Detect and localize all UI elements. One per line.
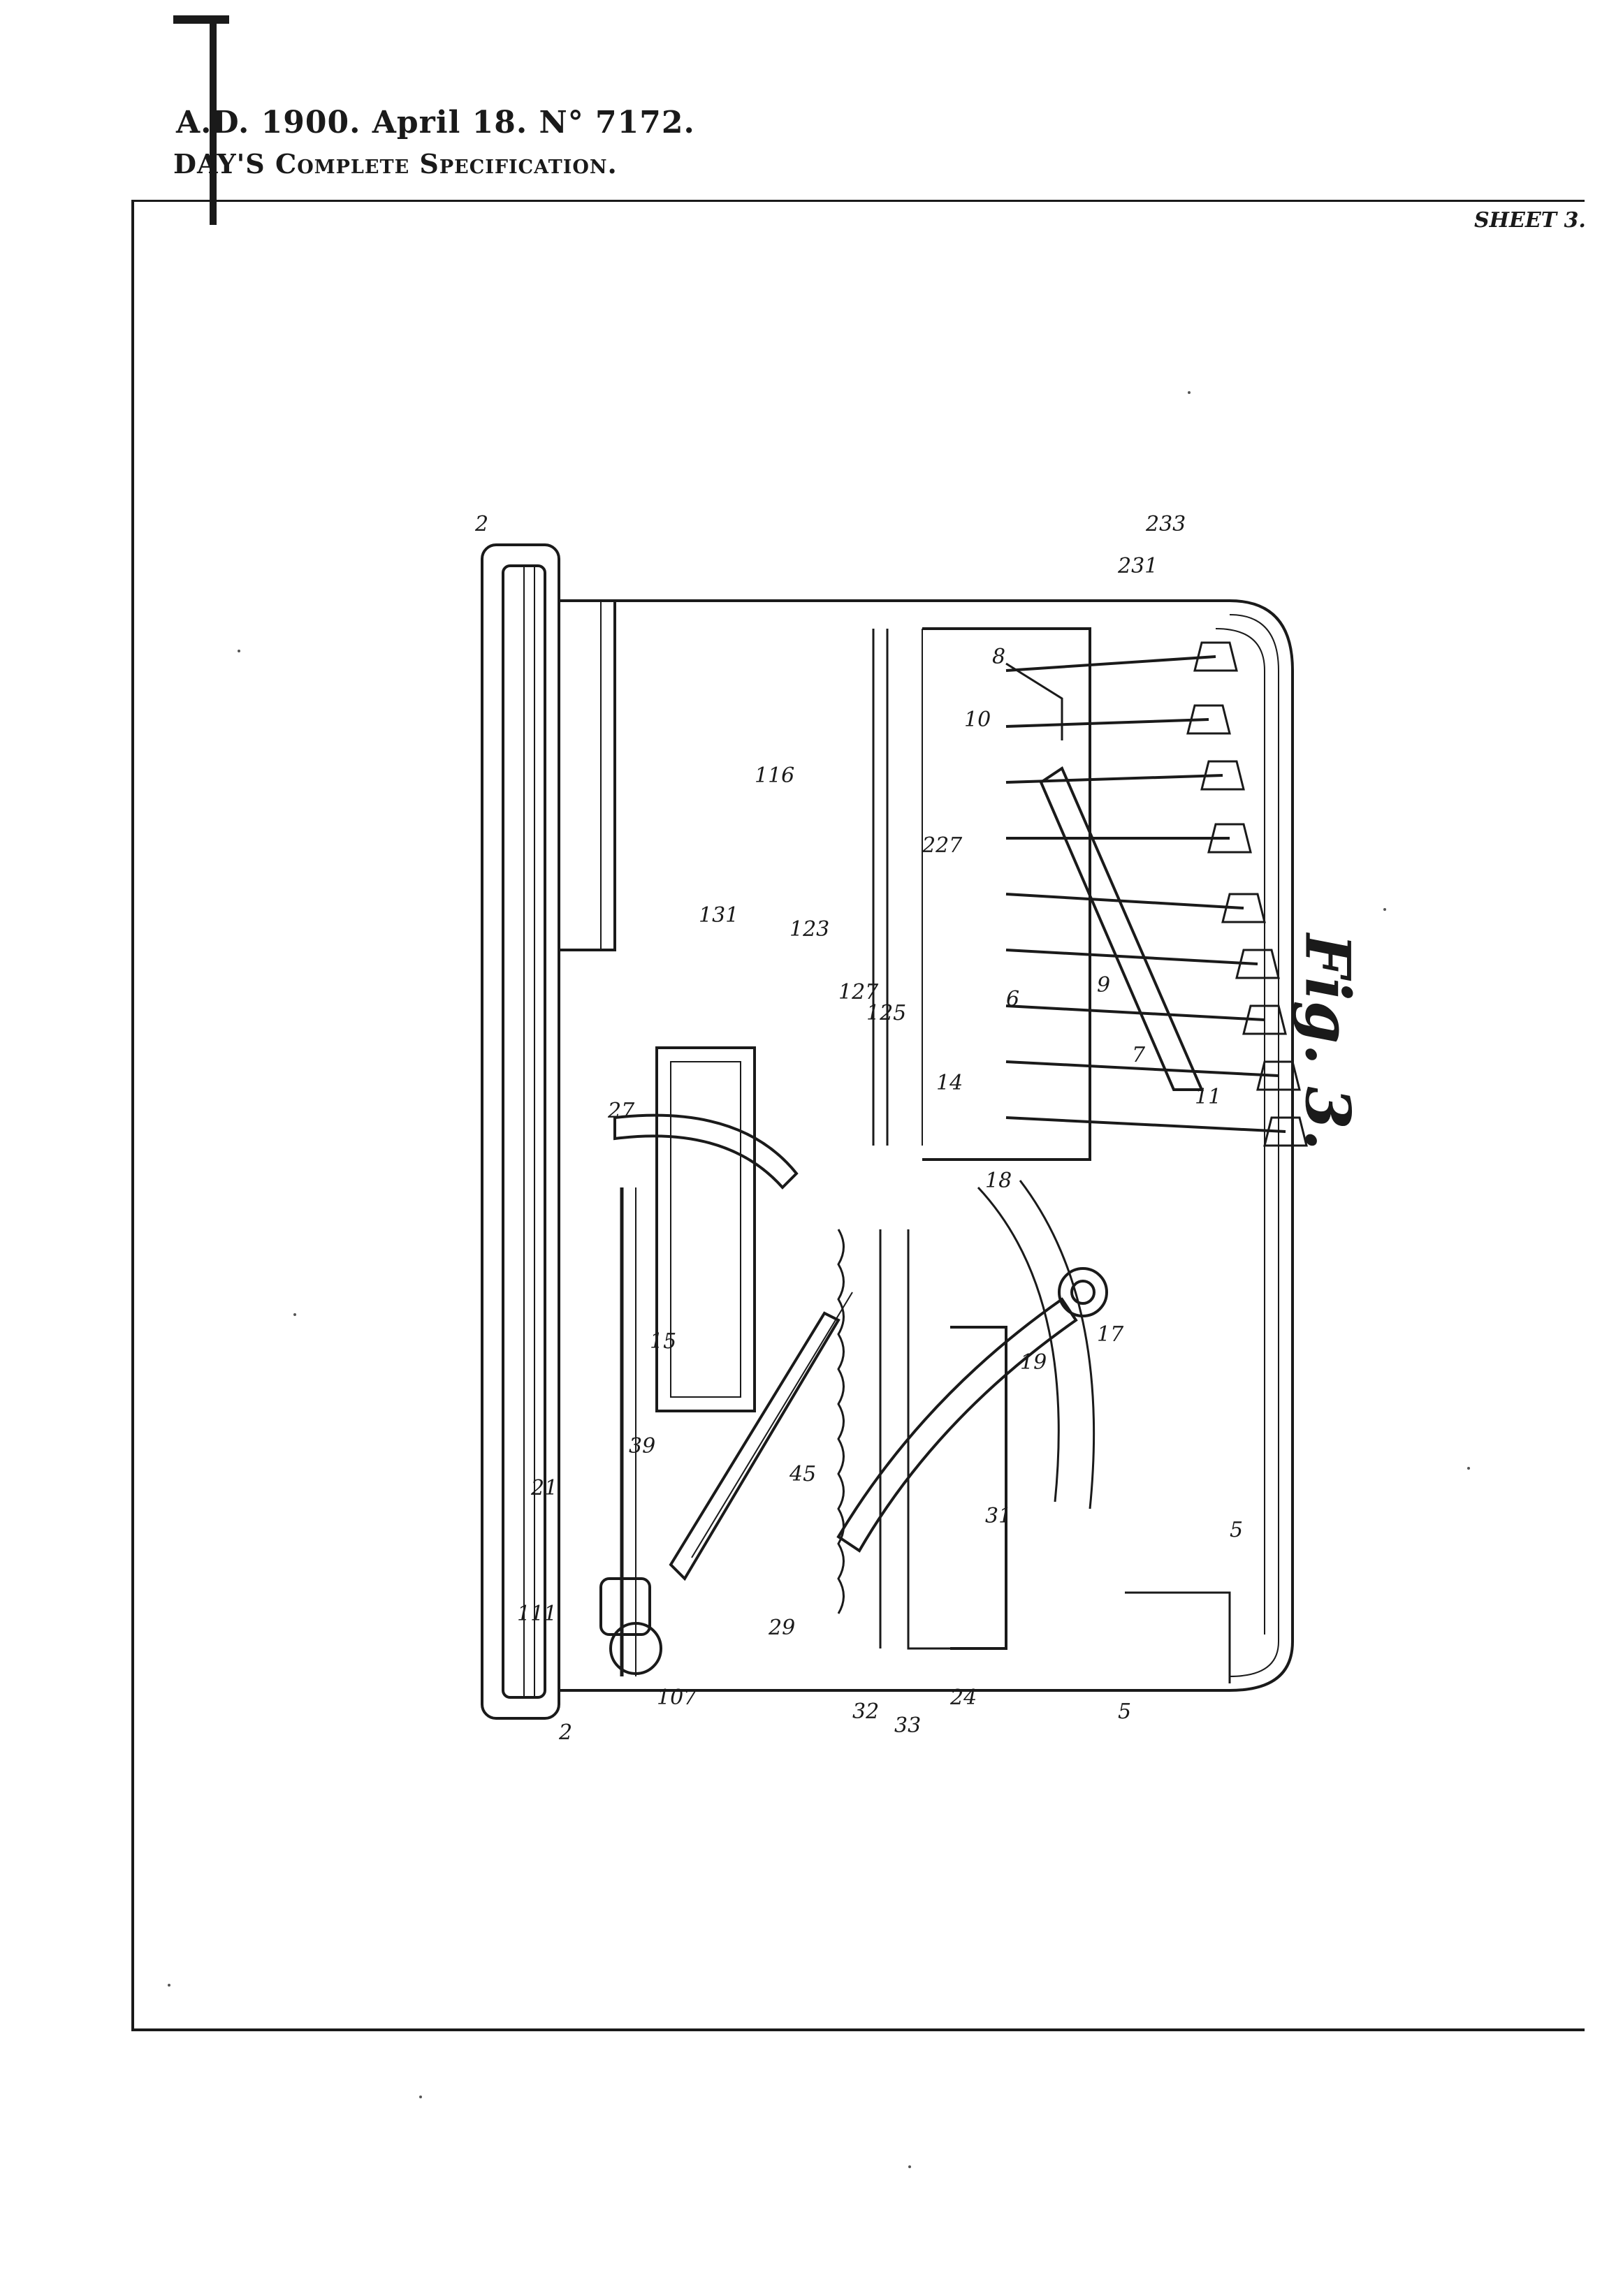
ref-33: 33	[894, 1713, 921, 1738]
ref-7: 7	[1132, 1043, 1146, 1067]
linkage-109	[669, 1311, 840, 1581]
registration-mark-stem	[210, 15, 217, 225]
ref-5-bottom: 5	[1118, 1699, 1131, 1724]
arm-27	[613, 1113, 799, 1190]
side-panel	[1125, 1591, 1231, 1683]
ref-2-bottom: 2	[558, 1720, 572, 1745]
ref-27: 27	[607, 1099, 635, 1123]
body-casing	[558, 599, 1294, 1692]
type-bar-segment	[977, 1186, 1060, 1502]
ref-10: 10	[964, 708, 991, 732]
pivot-17	[1058, 1267, 1108, 1317]
ref-19: 19	[1020, 1350, 1047, 1375]
sheet-number: SHEET 3.	[1474, 208, 1586, 233]
ref-233: 233	[1145, 512, 1186, 536]
reference-numerals: 2 233 231 8 10 116 227 123 131 127 125 2…	[474, 512, 1243, 1745]
ref-111: 111	[517, 1602, 557, 1626]
spring-8	[1005, 662, 1063, 740]
registration-mark	[173, 15, 229, 24]
scan-speck	[1188, 391, 1191, 394]
space-bar	[1039, 766, 1204, 1091]
ref-127: 127	[838, 980, 879, 1004]
ref-14: 14	[936, 1071, 963, 1095]
ref-24: 24	[949, 1686, 977, 1710]
key-rods	[1005, 655, 1286, 1133]
scan-speck	[419, 2096, 422, 2098]
ref-107: 107	[657, 1686, 697, 1710]
ref-31: 31	[985, 1504, 1012, 1528]
scan-speck	[293, 1313, 296, 1316]
top-cover	[558, 599, 616, 951]
bracket-31	[950, 1326, 1007, 1650]
ref-8: 8	[992, 645, 1005, 669]
ref-9: 9	[1097, 973, 1110, 997]
ref-45: 45	[789, 1462, 816, 1486]
ref-39: 39	[629, 1434, 655, 1458]
ref-15: 15	[650, 1329, 676, 1354]
ref-11: 11	[1195, 1085, 1221, 1109]
lever-19	[836, 1297, 1078, 1553]
ref-131: 131	[699, 903, 738, 928]
ref-123: 123	[789, 917, 829, 942]
ref-227: 227	[922, 833, 963, 858]
scan-speck	[908, 2165, 911, 2168]
ref-231: 231	[1117, 554, 1158, 578]
scan-speck	[168, 1984, 170, 1987]
scan-speck	[1383, 908, 1386, 911]
base-plate	[481, 543, 560, 1720]
drawing-frame	[131, 200, 1585, 2031]
patent-header-date: A.D. 1900. April 18. N° 7172.	[176, 105, 695, 140]
scan-speck	[238, 650, 240, 652]
ref-32: 32	[852, 1699, 879, 1724]
ref-2-top: 2	[474, 512, 488, 536]
ref-21: 21	[530, 1476, 558, 1500]
ref-125: 125	[866, 1001, 906, 1025]
ref-29: 29	[768, 1616, 795, 1640]
key-caps	[1186, 641, 1308, 1147]
ref-17: 17	[1097, 1322, 1124, 1347]
figure-label: Fig. 3.	[1291, 933, 1364, 1151]
ref-5-right: 5	[1230, 1518, 1243, 1542]
gear-teeth	[837, 1229, 964, 1650]
ref-6: 6	[1006, 987, 1019, 1011]
scan-speck	[1467, 1467, 1470, 1470]
ref-116: 116	[755, 763, 794, 788]
roller-107	[609, 1622, 662, 1675]
carriage	[655, 1046, 756, 1412]
patent-header-title: DAY'S Complete Specification.	[173, 148, 618, 180]
ref-18: 18	[985, 1169, 1012, 1193]
machine-drawing: 2 233 231 8 10 116 227 123 131 127 125 2…	[474, 512, 1308, 1745]
